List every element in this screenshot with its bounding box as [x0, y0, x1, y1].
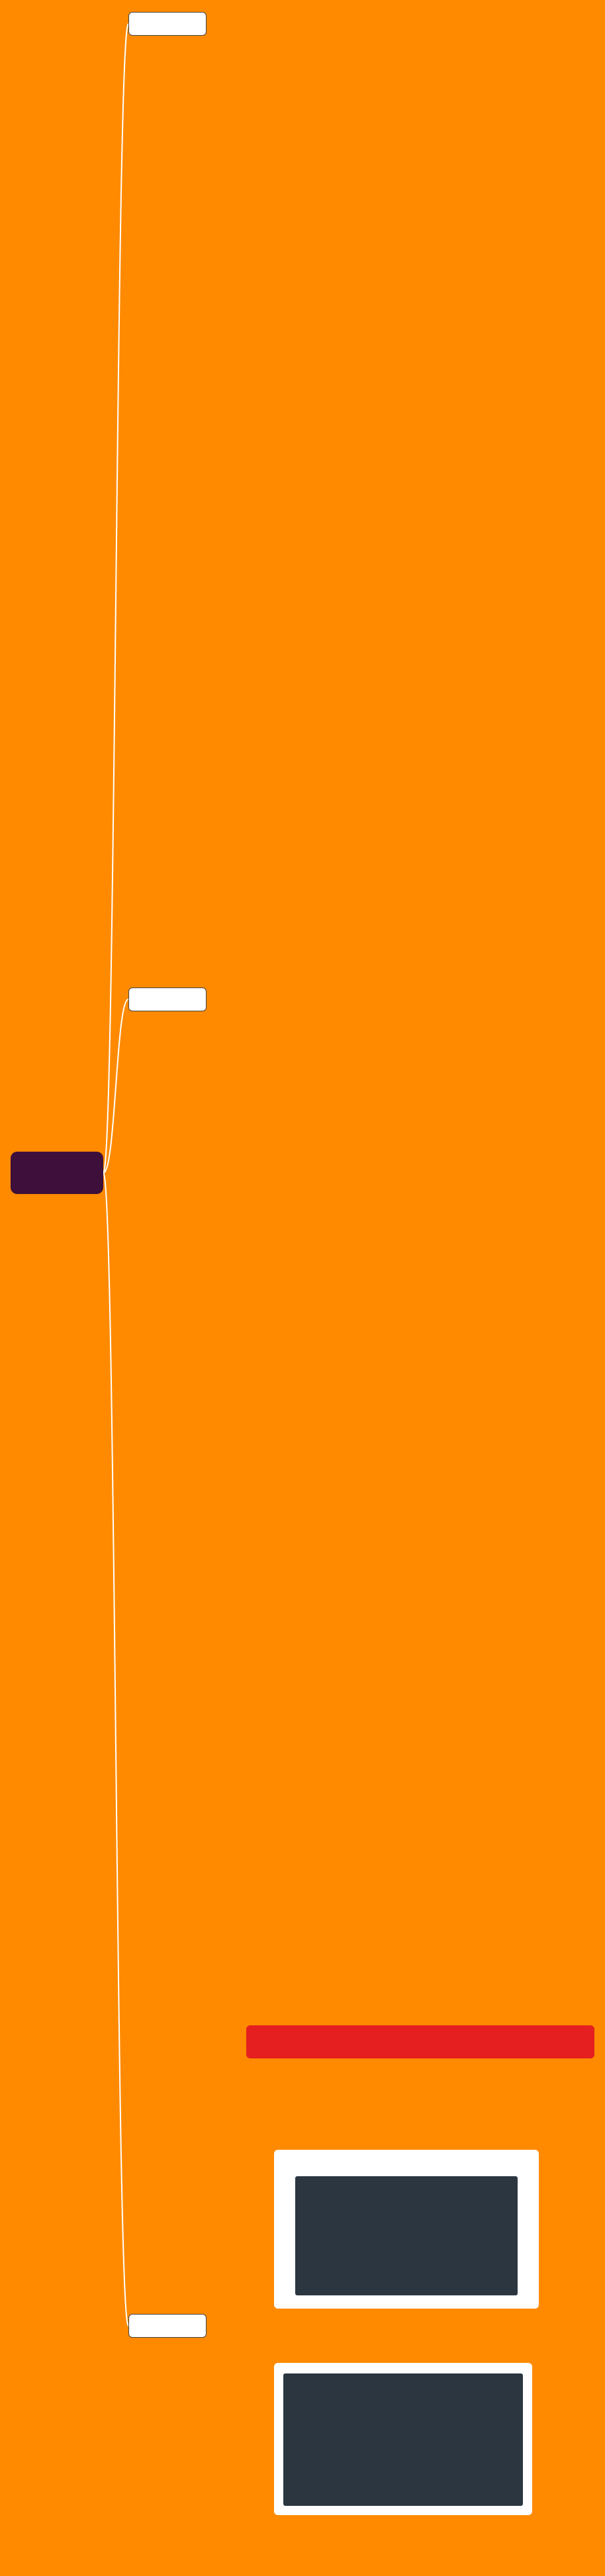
connector-root-branch-3 [103, 1172, 129, 2326]
product-quality-figure [274, 2150, 539, 2309]
red-callout-box [246, 2025, 594, 2058]
connector-root-branch-1 [103, 23, 129, 1173]
quality-model-figure-dark-panel [283, 2373, 523, 2506]
connector-root-branch-2 [103, 999, 129, 1173]
root-node [11, 1152, 103, 1194]
quality-model-figure [274, 2363, 532, 2515]
branch-node-2 [128, 988, 207, 1011]
branch-node-3 [128, 2314, 207, 2338]
product-quality-figure-dark-panel [295, 2176, 518, 2295]
branch-node-1 [128, 12, 207, 36]
